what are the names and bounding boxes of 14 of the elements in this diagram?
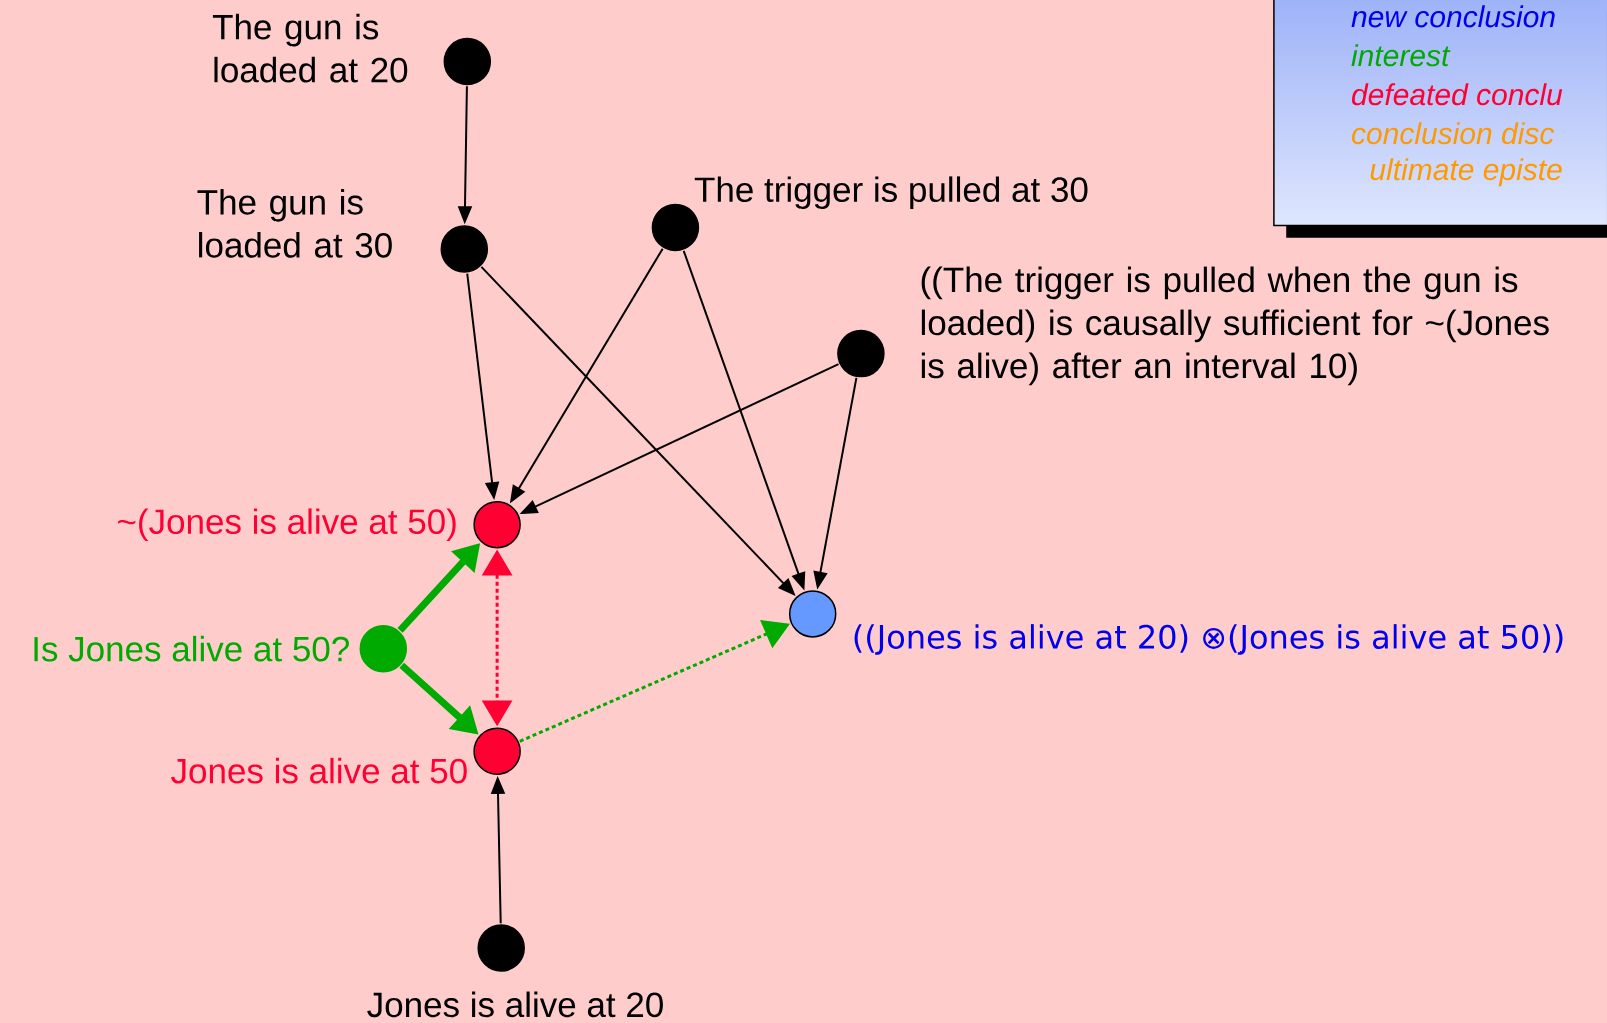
node-label: Is Jones alive at 50? <box>34 635 349 662</box>
legend-text: new conclusion <box>1351 5 1555 28</box>
legend-text: ultimate episte <box>1370 158 1562 187</box>
node-label: Jones is alive at 50 <box>171 757 467 784</box>
legend-text: conclusion disc <box>1352 122 1555 145</box>
legend-text: defeated conclu <box>1352 83 1563 106</box>
node-label: ((Jones is alive at 20) ⊗(Jones is alive at 50)) <box>854 624 1563 655</box>
legend-text: interest <box>1351 44 1451 67</box>
node-label: The gun is loaded at 30 <box>197 189 392 258</box>
node-label: Jones is alive at 20 <box>367 991 663 1018</box>
node-label: The gun is loaded at 20 <box>212 13 408 83</box>
node-label: ~(Jones is alive at 50) <box>118 508 456 541</box>
node-label: The trigger is pulled at 30 <box>694 176 1088 209</box>
node-label: ((The trigger is pulled when the gun is loaded) is causally sufficient for ~(Jones is alive) after an interval 10) <box>921 266 1549 386</box>
